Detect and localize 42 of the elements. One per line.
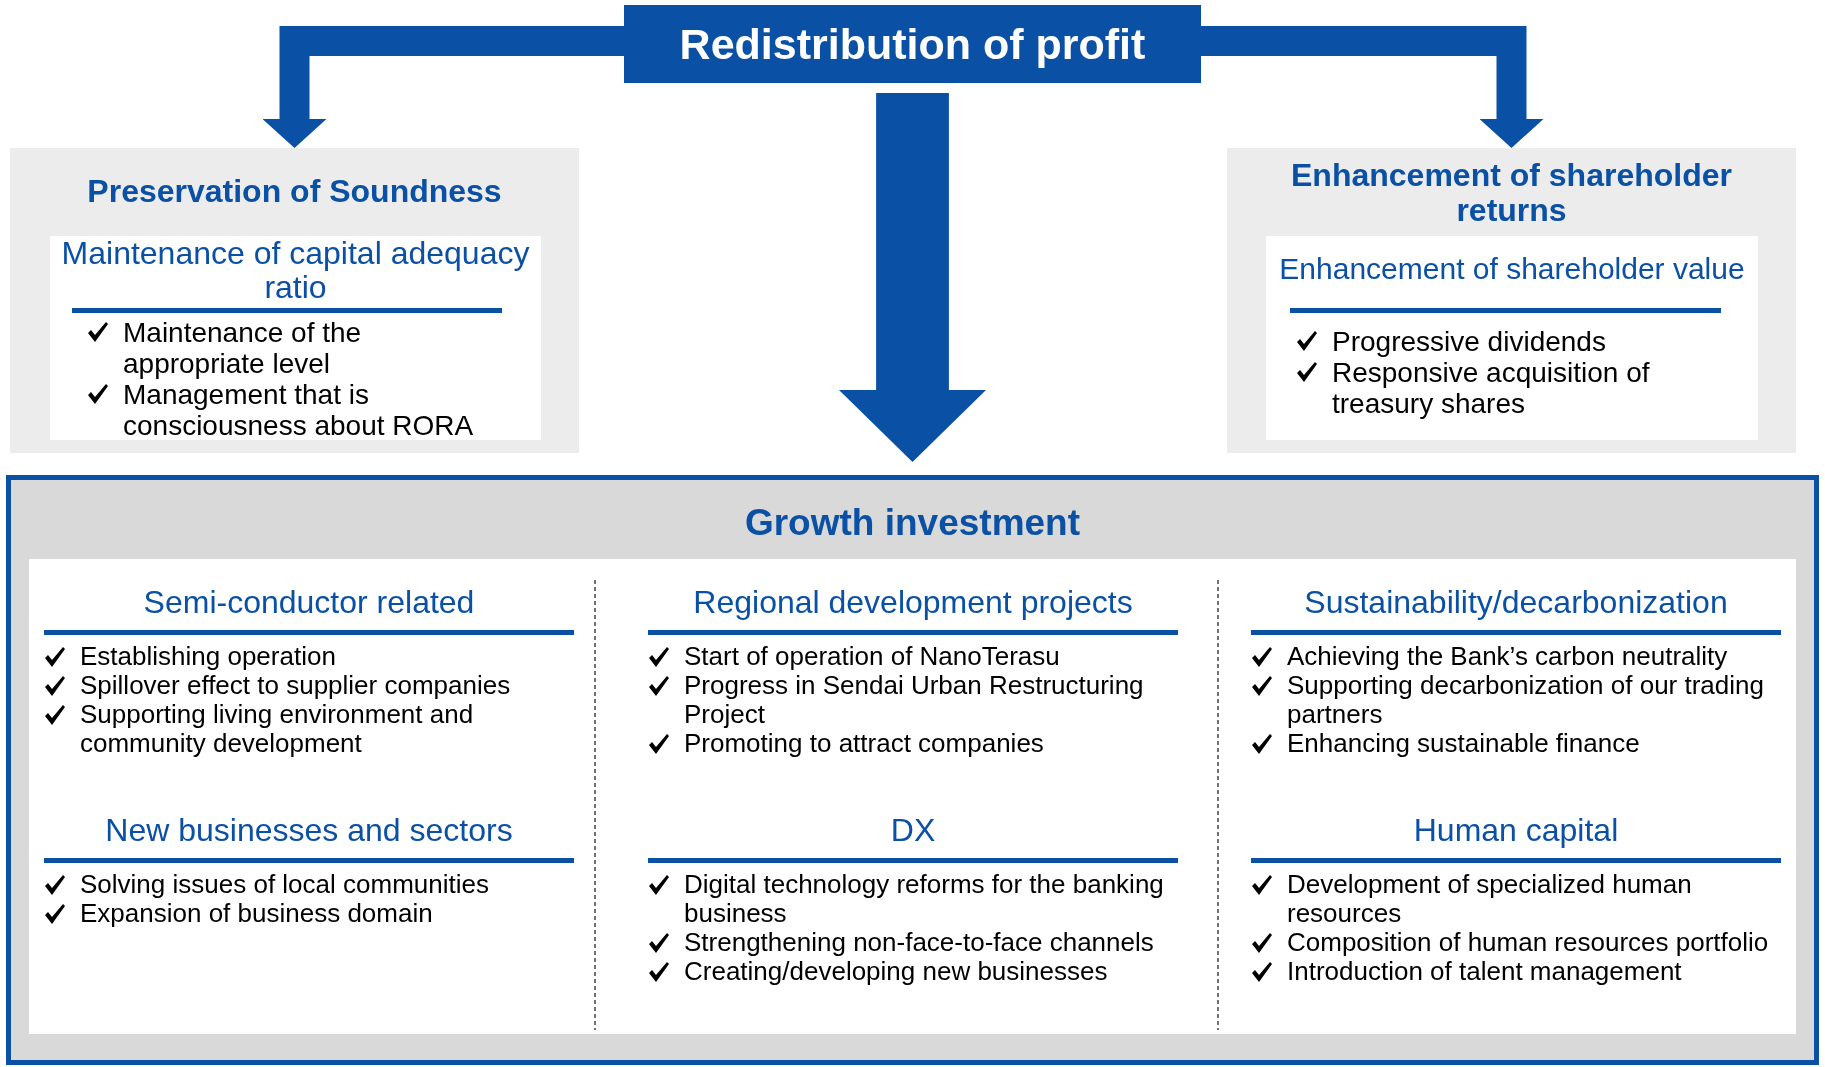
content-card (50, 236, 541, 440)
panel-background (10, 148, 579, 453)
arrow (839, 93, 986, 462)
title-banner (624, 5, 1201, 83)
bullet-text: Start of operation of NanoTerasu (684, 642, 1060, 671)
bullet-text: Spillover effect to supplier companies (80, 671, 511, 700)
bullet-text: Promoting to attract companies (684, 729, 1044, 758)
bullet-text: Strengthening non-face-to-face channels (684, 928, 1154, 957)
growth-panel (6, 475, 1819, 1065)
bullet-text: Supporting decarbonization of our trading partners (1287, 671, 1765, 729)
title-text: Redistribution of profit (679, 19, 1146, 69)
arrow (262, 26, 624, 148)
bullet-text: Establishing operation (80, 642, 336, 671)
bullet-text: Achieving the Bank’s carbon neutrality (1287, 642, 1728, 671)
bullet-text: Composition of human resources portfolio (1287, 928, 1769, 957)
subheading: DX (889, 812, 937, 848)
section-heading: Growth investment (743, 502, 1082, 544)
arrow (1201, 26, 1544, 148)
panel-background (1227, 148, 1796, 453)
bullet-text: Solving issues of local communities (80, 870, 489, 899)
subheading: Maintenance of capital adequacy ratio (60, 236, 531, 304)
bullet-text: Development of specialized human resources (1287, 870, 1693, 928)
bullet-text: Enhancing sustainable finance (1287, 729, 1640, 758)
subheading: Regional development projects (692, 584, 1134, 620)
subheading: Semi-conductor related (142, 584, 476, 620)
bullet-text: Creating/developing new businesses (684, 957, 1108, 986)
panel-heading: Preservation of Soundness (86, 174, 503, 209)
bullet-text: Supporting living environment and community development (80, 700, 475, 758)
bullet-text: Progressive dividends (1332, 326, 1606, 357)
bullet-text: Responsive acquisition of treasury shares (1332, 357, 1651, 419)
subheading: Human capital (1412, 812, 1620, 848)
bullet-text: Expansion of business domain (80, 899, 433, 928)
subheading: Enhancement of shareholder value (1278, 252, 1746, 286)
content-card (1266, 236, 1758, 440)
bullet-text: Management that is consciousness about RORA (123, 379, 475, 441)
bullet-text: Introduction of talent management (1287, 957, 1682, 986)
bullet-text: Progress in Sendai Urban Restructuring Project (684, 671, 1145, 729)
bullet-text: Digital technology reforms for the banking business (684, 870, 1165, 928)
subheading: Sustainability/decarbonization (1303, 584, 1729, 620)
panel-heading: Enhancement of shareholder returns (1290, 158, 1733, 228)
subheading: New businesses and sectors (104, 812, 514, 848)
bullet-text: Maintenance of the appropriate level (123, 317, 363, 379)
